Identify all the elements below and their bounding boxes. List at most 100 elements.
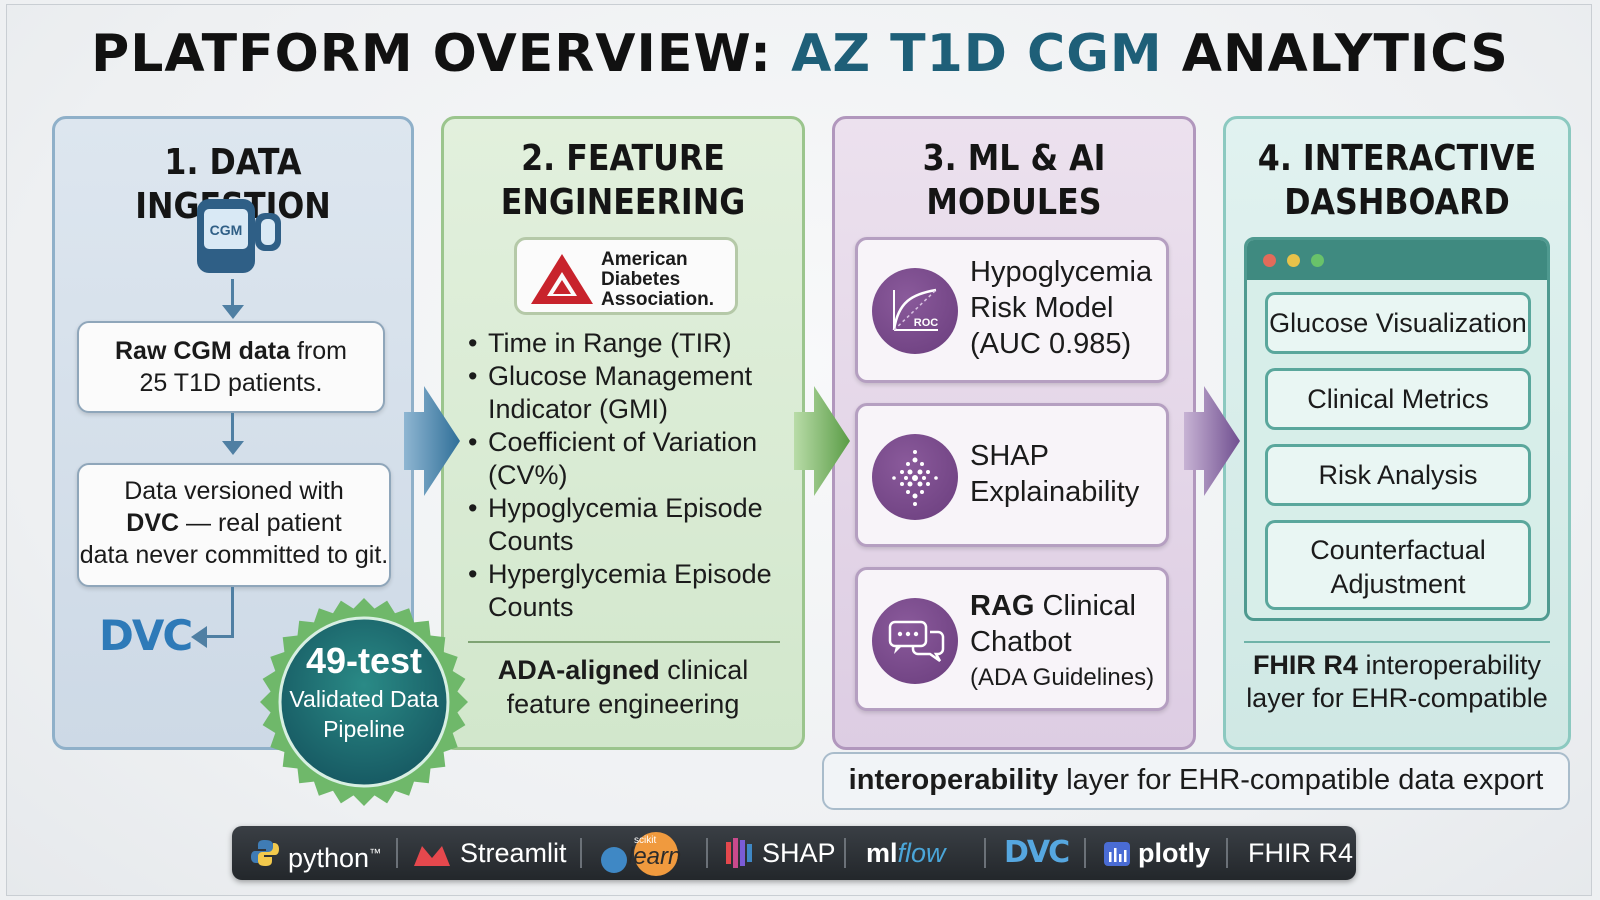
flow-arrow-icon	[1184, 386, 1240, 496]
module-line2: Explainability	[970, 476, 1140, 508]
plotly-logo-icon	[1104, 842, 1130, 866]
panel-title-line1: 3. ML & AI	[922, 138, 1106, 179]
dvc-logo-text: DVC	[99, 611, 193, 660]
streamlit-logo-icon	[414, 846, 450, 866]
ada-logo: American Diabetes Association.	[514, 237, 738, 315]
dashboard-window: Glucose Visualization Clinical Metrics R…	[1244, 237, 1550, 621]
feature-list: Time in Range (TIR) Glucose Management I…	[468, 327, 788, 624]
dvc-tool-label: DVC	[1004, 835, 1070, 870]
badge-line2: Validated Data	[289, 686, 439, 712]
module-line1: SHAP	[970, 440, 1049, 472]
separator	[396, 838, 398, 868]
glucose-visualization-button[interactable]: Glucose Visualization	[1265, 292, 1531, 354]
separator	[984, 838, 986, 868]
interop-rest: layer for EHR-compatible data export	[1058, 764, 1544, 796]
ada-line1: American	[601, 249, 688, 270]
shap-label: SHAP	[762, 838, 836, 868]
separator	[1226, 838, 1228, 868]
fhir-rest: interoperability	[1357, 650, 1542, 680]
module-text: SHAP Explainability	[970, 438, 1139, 510]
dvc-line2: — real patient	[179, 509, 342, 537]
feature-item: Time in Range (TIR)	[468, 327, 788, 360]
flow-arrow-icon	[794, 386, 850, 496]
separator	[580, 838, 582, 868]
cgm-label: CGM	[210, 222, 243, 238]
dvc-bold: DVC	[126, 509, 180, 537]
raw-data-bold: Raw CGM data	[115, 337, 291, 365]
python-text: python	[288, 843, 370, 873]
arrow-down-icon	[222, 441, 244, 455]
flow-connector	[205, 635, 234, 638]
module-bold: RAG	[970, 590, 1035, 622]
arrow-down-icon	[222, 305, 244, 319]
dvc-line3: never committed to git.	[135, 541, 389, 569]
feature-item: Coefficient of Variation (CV%)	[468, 426, 788, 492]
badge-count: 49-test	[305, 640, 423, 681]
fhir-line2: layer for EHR-compatible	[1246, 683, 1548, 713]
dvc-line1: Data versioned with	[124, 477, 344, 505]
data-ingestion-panel: 1. DATA INGESTION CGM Raw CGM data from …	[52, 116, 414, 750]
python-label: python™	[288, 826, 381, 880]
roc-curve-icon: ROC	[872, 268, 958, 354]
python-tm: ™	[369, 846, 382, 860]
panel-title-line1: 2. FEATURE	[521, 138, 725, 179]
module-line3: (AUC 0.985)	[970, 328, 1132, 360]
flow-connector	[231, 279, 234, 311]
minimize-dot-icon	[1287, 254, 1300, 267]
title-suffix: ANALYTICS	[1181, 24, 1509, 84]
dvc-line3-lead: data	[79, 541, 129, 569]
scikit-learn-logo-icon	[601, 832, 678, 876]
feature-item: Hypoglycemia Episode Counts	[468, 492, 788, 558]
module-text: RAG Clinical Chatbot (ADA Guidelines)	[970, 588, 1154, 696]
ml-ai-modules-panel: 3. ML & AI MODULES ROC Hypoglycemia Risk…	[832, 116, 1196, 750]
scikit-small-text: scikit	[634, 835, 657, 846]
fhir-tool-label: FHIR R4	[1248, 838, 1354, 868]
shap-icon	[872, 434, 958, 520]
dvc-logo: DVC	[99, 611, 193, 660]
counterfactual-adjustment-button[interactable]: Counterfactual Adjustment	[1265, 520, 1531, 610]
rag-chatbot-module[interactable]: RAG Clinical Chatbot (ADA Guidelines)	[855, 567, 1169, 711]
shap-logo-icon	[726, 838, 752, 868]
risk-analysis-button[interactable]: Risk Analysis	[1265, 444, 1531, 506]
flow-arrow-icon	[404, 386, 460, 496]
raw-data-box: Raw CGM data from 25 T1D patients.	[77, 321, 385, 413]
caption-line2: feature engineering	[506, 689, 740, 719]
interop-bold: interoperability	[848, 764, 1059, 796]
interoperability-banner: interoperability layer for EHR-compatibl…	[822, 752, 1570, 810]
cgm-device-icon: CGM	[197, 199, 281, 273]
module-line3: (ADA Guidelines)	[970, 664, 1155, 691]
ada-line2: Diabetes	[601, 269, 681, 290]
divider	[468, 641, 780, 643]
window-titlebar	[1247, 240, 1547, 280]
plotly-label: plotly	[1138, 838, 1210, 868]
page-title: PLATFORM OVERVIEW: AZ T1D CGM ANALYTICS	[0, 24, 1600, 84]
separator	[1084, 838, 1086, 868]
validated-pipeline-badge: 49-test Validated Data Pipeline	[258, 596, 470, 808]
streamlit-label: Streamlit	[460, 838, 567, 868]
module-text: Hypoglycemia Risk Model (AUC 0.985)	[970, 254, 1152, 362]
chat-icon	[872, 598, 958, 684]
divider	[1244, 641, 1550, 643]
caption-bold: ADA-aligned	[497, 655, 660, 685]
title-accent: AZ T1D CGM	[791, 24, 1163, 84]
flow-connector	[231, 413, 234, 445]
module-line2: Risk Model	[970, 292, 1114, 324]
shap-explainability-module[interactable]: SHAP Explainability	[855, 403, 1169, 547]
raw-data-text: from	[290, 337, 347, 365]
module-line1: Hypoglycemia	[970, 256, 1153, 288]
separator	[706, 838, 708, 868]
module-line1: Clinical	[1034, 590, 1136, 622]
maximize-dot-icon	[1311, 254, 1324, 267]
feature-item: Hyperglycemia Episode Counts	[468, 558, 788, 624]
panel-title-line2: ENGINEERING	[500, 182, 746, 223]
roc-label: ROC	[914, 317, 939, 329]
ada-line3: Association.	[601, 289, 714, 310]
mlflow-text-a: ml	[866, 838, 898, 868]
ada-logo-text: American Diabetes Association.	[601, 250, 714, 310]
seal-badge-icon	[260, 598, 468, 806]
flow-connector	[231, 587, 234, 637]
feature-engineering-panel: 2. FEATURE ENGINEERING American Diabetes…	[441, 116, 805, 750]
clinical-metrics-button[interactable]: Clinical Metrics	[1265, 368, 1531, 430]
caption-rest: clinical	[659, 655, 749, 685]
hypoglycemia-risk-module[interactable]: ROC Hypoglycemia Risk Model (AUC 0.985)	[855, 237, 1169, 383]
